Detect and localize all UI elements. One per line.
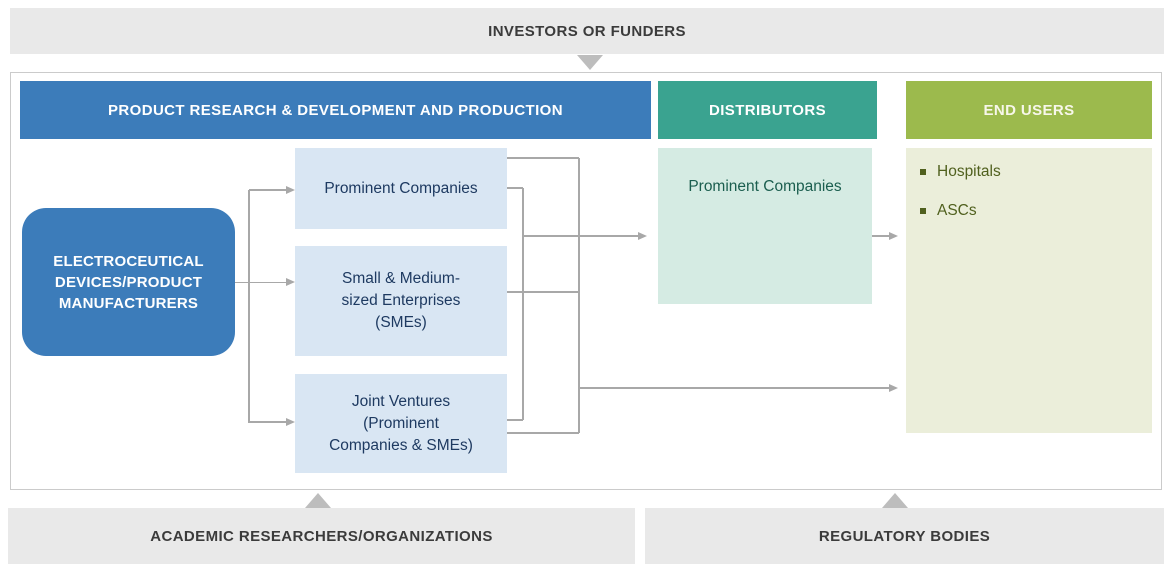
academic-researchers-bar: ACADEMIC RESEARCHERS/ORGANIZATIONS	[8, 508, 635, 564]
arrowhead-right-icon	[286, 277, 295, 286]
smes-box-line: (SMEs)	[375, 314, 427, 331]
investors-funders-label: INVESTORS OR FUNDERS	[488, 22, 686, 40]
end-user-item-label: ASCs	[937, 202, 977, 219]
academic-researchers-label: ACADEMIC RESEARCHERS/ORGANIZATIONS	[150, 527, 493, 545]
end-user-item-ascs: ASCs	[920, 200, 1152, 222]
connector-line	[523, 235, 638, 237]
arrowhead-right-icon	[889, 383, 898, 392]
manufacturers-box-line: ELECTROCEUTICAL	[53, 252, 204, 270]
up-arrow-icon	[305, 493, 331, 508]
connector-line	[235, 281, 249, 283]
manufacturers-box-line: DEVICES/PRODUCT	[54, 273, 203, 291]
bullet-square-icon	[920, 169, 926, 175]
bullet-square-icon	[920, 208, 926, 214]
joint-ventures-box-line: Companies & SMEs)	[329, 436, 473, 454]
connector-line	[872, 235, 889, 237]
header-distributors: DISTRIBUTORS	[658, 81, 877, 139]
header-end-users: END USERS	[906, 81, 1152, 139]
connector-line	[248, 190, 250, 423]
end-user-item-label: Hospitals	[937, 163, 1001, 180]
arrowhead-right-icon	[889, 231, 898, 240]
connector-line	[507, 291, 579, 293]
arrowhead-right-icon	[286, 185, 295, 194]
connector-line	[507, 187, 523, 189]
regulatory-bodies-label: REGULATORY BODIES	[818, 527, 991, 545]
smes-box-line: sized Enterprises	[341, 292, 461, 309]
connector-line	[507, 157, 579, 159]
header-product-rd-production: PRODUCT RESEARCH & DEVELOPMENT AND PRODU…	[20, 81, 651, 139]
joint-ventures-box-line: Joint Ventures	[351, 392, 451, 410]
connector-line	[579, 387, 889, 389]
manufacturers-box-line: MANUFACTURERS	[58, 294, 199, 312]
connector-line	[249, 421, 286, 423]
smes-box: Small & Medium- sized Enterprises (SMEs)	[295, 246, 507, 356]
distributor-prominent-companies-box: Prominent Companies	[658, 148, 872, 304]
prominent-companies-label: Prominent Companies	[324, 179, 478, 197]
joint-ventures-box: Joint Ventures (Prominent Companies & SM…	[295, 374, 507, 473]
arrowhead-right-icon	[638, 231, 647, 240]
end-users-box: Hospitals ASCs	[906, 148, 1152, 433]
manufacturers-box: ELECTROCEUTICAL DEVICES/PRODUCT MANUFACT…	[22, 208, 235, 356]
connector-line	[578, 158, 580, 433]
investors-funders-bar: INVESTORS OR FUNDERS	[10, 8, 1164, 54]
connector-line	[522, 188, 524, 420]
distributor-prominent-companies-label: Prominent Companies	[688, 178, 842, 195]
connector-line	[507, 432, 579, 434]
regulatory-bodies-bar: REGULATORY BODIES	[645, 508, 1164, 564]
connector-line	[249, 281, 286, 283]
joint-ventures-box-line: (Prominent	[363, 414, 439, 432]
up-arrow-icon	[882, 493, 908, 508]
arrowhead-right-icon	[286, 417, 295, 426]
prominent-companies-box: Prominent Companies	[295, 148, 507, 229]
header-product-rd-production-label: PRODUCT RESEARCH & DEVELOPMENT AND PRODU…	[108, 101, 563, 119]
connector-line	[249, 189, 286, 191]
header-distributors-label: DISTRIBUTORS	[708, 101, 827, 119]
header-end-users-label: END USERS	[983, 101, 1075, 119]
smes-box-line: Small & Medium-	[342, 270, 460, 287]
down-arrow-icon	[577, 55, 603, 70]
end-user-item-hospitals: Hospitals	[920, 161, 1152, 183]
connector-line	[507, 419, 523, 421]
